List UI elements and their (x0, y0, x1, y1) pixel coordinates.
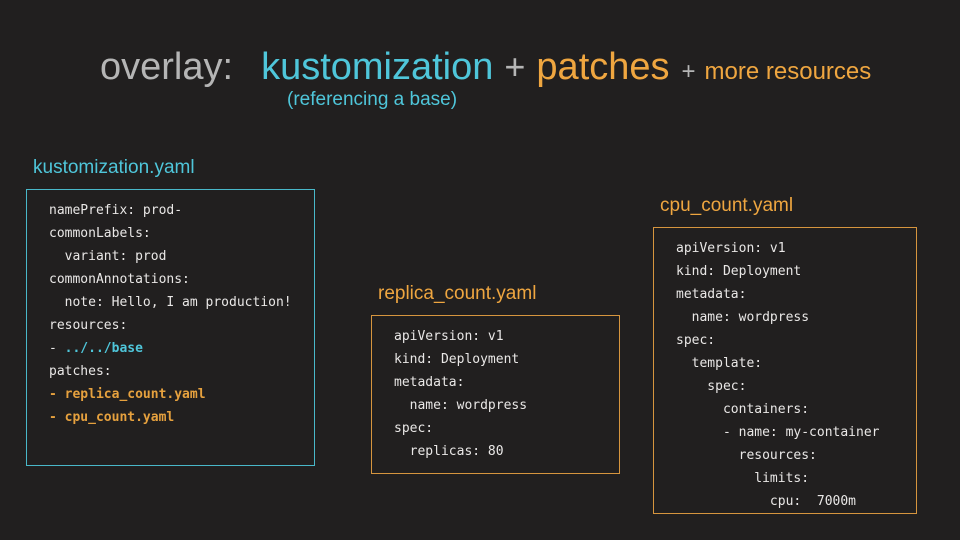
code-box: namePrefix: prod-commonLabels: variant: … (26, 189, 315, 466)
code-line: template: (676, 352, 912, 375)
code-segment: metadata: (394, 375, 465, 390)
code-line: spec: (394, 417, 615, 440)
code-line: containers: (676, 398, 912, 421)
code-segment: commonLabels: (49, 226, 151, 241)
code-segment: - name: my-container (676, 425, 880, 440)
code-segment: containers: (676, 402, 810, 417)
title-kustomization-text: kustomization (261, 46, 494, 88)
code-segment: commonAnnotations: (49, 272, 190, 287)
code-segment: replicas: 80 (394, 444, 504, 459)
title-overlay-text: overlay: (100, 46, 234, 88)
code-line: kind: Deployment (394, 348, 615, 371)
code-segment: - (49, 341, 65, 356)
code-segment: variant: prod (49, 249, 167, 264)
code-segment: spec: (394, 421, 434, 436)
code-line: kind: Deployment (676, 260, 912, 283)
title-more-resources-text: more resources (704, 58, 872, 85)
code-line: name: wordpress (676, 306, 912, 329)
code-segment: name: wordpress (394, 398, 528, 413)
code-line: resources: (676, 444, 912, 467)
code-segment: cpu: 7000m (676, 494, 857, 509)
code-line: commonAnnotations: (49, 268, 310, 291)
file-label: cpu_count.yaml (660, 195, 794, 216)
code-line: apiVersion: v1 (676, 237, 912, 260)
code-line: patches: (49, 360, 310, 383)
yaml-code: namePrefix: prod-commonLabels: variant: … (49, 199, 310, 429)
title-plus-sign-1: + (504, 46, 526, 87)
code-line: apiVersion: v1 (394, 325, 615, 348)
code-segment: patches: (49, 364, 112, 379)
code-line: namePrefix: prod- (49, 199, 310, 222)
code-segment: ../../base (64, 341, 143, 356)
code-segment: - replica_count.yaml (49, 387, 206, 402)
code-line: name: wordpress (394, 394, 615, 417)
title-subtitle: (referencing a base) (287, 89, 458, 110)
code-segment: spec: (676, 379, 747, 394)
code-line: - ../../base (49, 337, 310, 360)
code-line: resources: (49, 314, 310, 337)
code-segment: metadata: (676, 287, 747, 302)
code-segment: template: (676, 356, 763, 371)
code-line: - replica_count.yaml (49, 383, 310, 406)
code-segment: spec: (676, 333, 716, 348)
code-segment: resources: (49, 318, 128, 333)
code-segment: limits: (676, 471, 810, 486)
code-segment: resources: (676, 448, 817, 463)
code-segment: apiVersion: v1 (394, 329, 504, 344)
code-segment: kind: Deployment (676, 264, 802, 279)
code-segment: namePrefix: prod- (49, 203, 183, 218)
code-line: spec: (676, 329, 912, 352)
code-line: limits: (676, 467, 912, 490)
title-patches-text: patches (536, 46, 670, 88)
code-line: variant: prod (49, 245, 310, 268)
code-segment: kind: Deployment (394, 352, 520, 367)
code-line: note: Hello, I am production! (49, 291, 310, 314)
code-line: metadata: (676, 283, 912, 306)
file-label: replica_count.yaml (378, 283, 537, 304)
code-line: spec: (676, 375, 912, 398)
file-card-kustomization-yaml: kustomization.yaml namePrefix: prod-comm… (26, 156, 315, 466)
code-segment: - cpu_count.yaml (49, 410, 175, 425)
file-card-replica-count-yaml: replica_count.yaml apiVersion: v1 kind: D… (371, 282, 620, 474)
file-card-cpu-count-yaml: cpu_count.yaml apiVersion: v1 kind: Deplo… (653, 194, 917, 514)
code-line: metadata: (394, 371, 615, 394)
slide-title: overlay:kustomization+patches+more resou… (100, 46, 871, 89)
code-line: commonLabels: (49, 222, 310, 245)
code-line: - name: my-container (676, 421, 912, 444)
title-plus-sign-2: + (681, 58, 696, 85)
file-label: kustomization.yaml (33, 157, 195, 178)
code-line: - cpu_count.yaml (49, 406, 310, 429)
code-line: cpu: 7000m (676, 490, 912, 513)
code-line: replicas: 80 (394, 440, 615, 463)
code-segment: apiVersion: v1 (676, 241, 786, 256)
code-segment: note: Hello, I am production! (49, 295, 292, 310)
code-segment: name: wordpress (676, 310, 810, 325)
